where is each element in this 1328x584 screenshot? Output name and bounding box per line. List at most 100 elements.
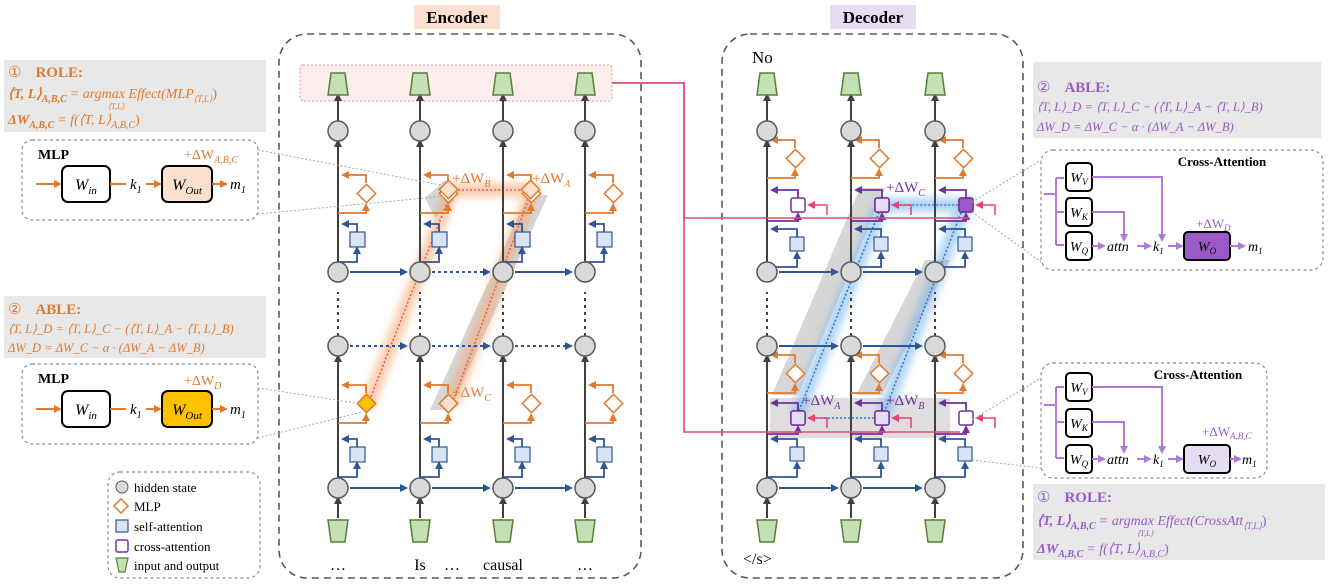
right-able-eq2: ΔW_D = ΔW_C − α · (ΔW_A − ΔW_B) [1036, 120, 1234, 134]
hidden-state [756, 477, 778, 499]
mlp-in [935, 383, 967, 394]
hidden-state [840, 120, 862, 142]
attn-in [585, 461, 608, 478]
input-node [492, 519, 514, 543]
hidden-state [574, 261, 596, 283]
ca-bottom-link-2 [971, 459, 1042, 469]
mlp-block [953, 148, 974, 169]
mlp-block [869, 148, 890, 169]
enc-delta-a: +ΔWA [532, 171, 571, 190]
attn-out [506, 435, 523, 447]
self-attention-block [873, 446, 889, 462]
ca-out [938, 186, 967, 198]
ca-enc-in [807, 201, 828, 215]
attn-in [767, 461, 801, 478]
attn-out [770, 435, 798, 447]
mlp-block [869, 363, 890, 384]
mlp-out [588, 171, 614, 183]
left-role-bg [4, 60, 266, 132]
ca-in [935, 425, 970, 435]
hidden-state [327, 335, 349, 357]
self-attention-block [431, 231, 448, 248]
ca-top-link-1 [971, 159, 1042, 203]
attn-in [420, 246, 443, 263]
input-node [327, 519, 349, 543]
output-node [840, 72, 862, 96]
ca-enc-in [891, 414, 912, 428]
output-node [492, 72, 514, 96]
ca-bottom-link-1 [971, 377, 1042, 421]
mlp-in [338, 413, 370, 424]
attn-out [506, 220, 523, 232]
cross-attention-block [790, 197, 806, 213]
mlp-highlight-d [356, 393, 377, 414]
hidden-state [574, 335, 596, 357]
legend-cross-attention: cross-attention [134, 539, 211, 554]
mlp-bottom-link-1 [257, 387, 363, 405]
mlp-highlight-c [438, 393, 459, 414]
mlp-block [603, 393, 624, 414]
decoder-panel [721, 33, 1024, 579]
legend: hidden state MLP self-attention cross-at… [107, 471, 261, 579]
mlp-in [851, 383, 883, 394]
self-attention-block [349, 231, 366, 248]
attn-in [851, 461, 885, 478]
ca-top-attn: attn [1107, 240, 1129, 255]
hidden-state [492, 335, 514, 357]
hidden-state [492, 120, 514, 142]
mlp-out [588, 381, 614, 393]
ca-out [854, 186, 883, 198]
hidden-state [840, 477, 862, 499]
encoder-to-decoder-links [612, 82, 970, 433]
mlp-in [851, 168, 883, 179]
hidden-state [409, 261, 431, 283]
ca-bottom-wk: WK [1070, 417, 1089, 433]
legend-cross-attention-icon [115, 539, 129, 553]
hidden-state [756, 120, 778, 142]
output-node [924, 72, 946, 96]
ca-top-wq: WQ [1070, 240, 1089, 256]
hidden-state [924, 477, 946, 499]
encoder-column-1 [327, 72, 377, 543]
left-role-eq2: ΔWA,B,C= f(⟨T, L⟩A,B,C) [7, 113, 140, 131]
mlp-top-link-1 [257, 149, 447, 187]
dec-delta-b: +ΔWB [886, 393, 924, 412]
mlp-in [338, 203, 370, 214]
mlp-block [785, 148, 806, 169]
dec-delta-a: +ΔWA [802, 393, 841, 412]
right-able-eq1: ⟨T, L⟩_D = ⟨T, L⟩_C − (⟨T, L⟩_A − ⟨T, L⟩… [1037, 100, 1263, 114]
self-attention-block [789, 236, 805, 252]
legend-mlp-icon [112, 497, 130, 515]
hidden-state [409, 335, 431, 357]
ca-bottom-attn: attn [1107, 453, 1129, 468]
token-1: … [330, 557, 346, 574]
orange-path [367, 189, 534, 405]
hidden-state [327, 261, 349, 283]
mlp-top-k1: k1 [130, 177, 142, 196]
mlp-out [938, 136, 964, 148]
attn-out [770, 225, 798, 237]
ca-in [767, 212, 802, 222]
hidden-state [409, 120, 431, 142]
mlp-in [935, 168, 967, 179]
ca-in [935, 212, 970, 222]
encoder-column-3 [492, 72, 542, 543]
ca-bottom-wo: WO [1198, 453, 1217, 469]
mlp-block [953, 363, 974, 384]
legend-io-icon [115, 557, 129, 573]
hidden-state [924, 120, 946, 142]
ca-bottom-wq: WQ [1070, 453, 1089, 469]
legend-input-output: input and output [134, 558, 220, 573]
encoder-title-bg [414, 5, 500, 29]
encoder-panel [278, 33, 642, 579]
mlp-top-wout-label: WOut [172, 177, 203, 197]
mlp-out [341, 381, 367, 393]
mlp-block [785, 363, 806, 384]
hidden-state [924, 261, 946, 283]
attn-in [767, 251, 801, 268]
self-attention-block [596, 446, 613, 463]
legend-mlp: MLP [134, 499, 161, 514]
token-3: … [444, 557, 460, 574]
